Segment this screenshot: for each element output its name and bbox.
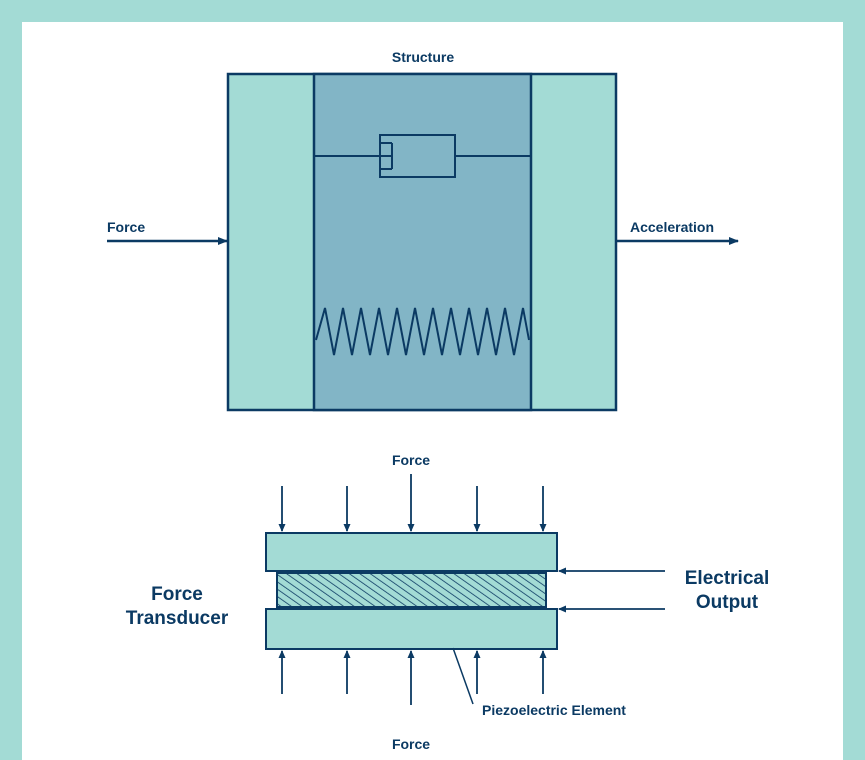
- acceleration-output-label: Acceleration: [630, 219, 714, 235]
- top-plate: [265, 532, 558, 572]
- force-input-label: Force: [107, 219, 145, 235]
- structure-title: Structure: [392, 49, 454, 65]
- bottom-plate: [265, 608, 558, 650]
- damper-icon: [314, 134, 531, 178]
- piezoelectric-element: [276, 572, 547, 608]
- electrical-output-label-line2: Output: [696, 592, 759, 613]
- structure-inner-mass: [312, 72, 533, 412]
- transducer-diagram: Force Force Force Transducer Electrica: [126, 452, 769, 752]
- transducer-title-line1: Force: [151, 584, 203, 605]
- structure-diagram: Structure Force Acceleration: [107, 49, 739, 412]
- transducer-title-line2: Transducer: [126, 608, 229, 629]
- bottom-force-arrows: [278, 650, 547, 705]
- bottom-force-label: Force: [392, 736, 430, 752]
- top-force-label: Force: [392, 452, 430, 468]
- top-force-arrows: [278, 474, 547, 532]
- piezo-element-label: Piezoelectric Element: [482, 702, 626, 718]
- electrical-output-label-line1: Electrical: [685, 568, 770, 589]
- spring-icon: [315, 307, 530, 356]
- piezo-leader-line: [452, 647, 474, 705]
